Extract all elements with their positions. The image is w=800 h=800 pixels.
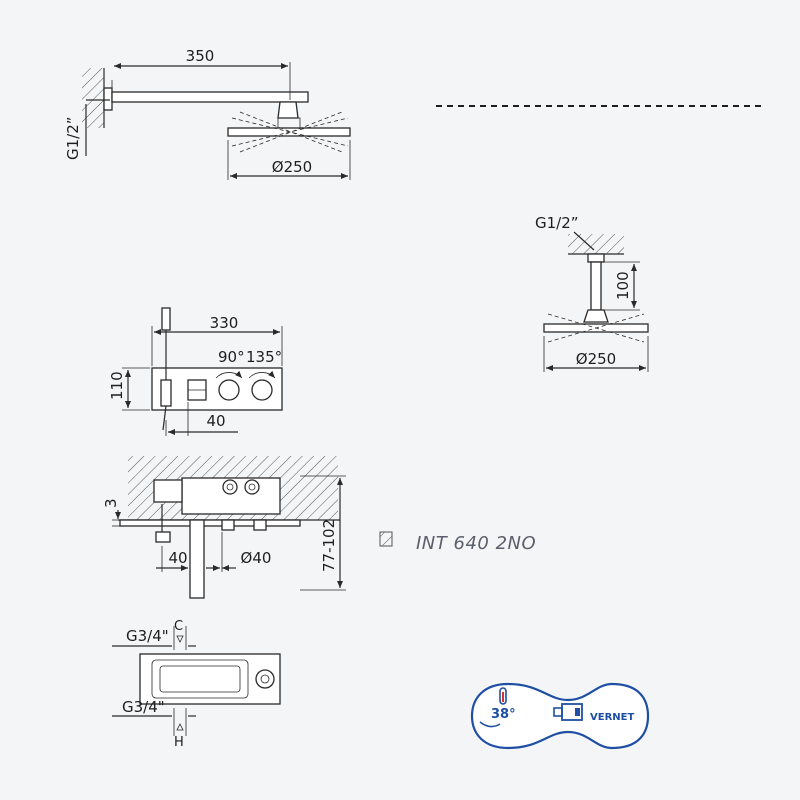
dim-panel-height: 110 — [108, 371, 126, 400]
wall-hatch — [82, 68, 104, 128]
dim-ceiling-drop: 100 — [614, 271, 632, 300]
arm-connector — [277, 101, 299, 119]
wall-flange — [103, 87, 113, 111]
wall-shower-arm-view: 350 G1/2” Ø250 — [64, 47, 351, 180]
thermometer-icon — [499, 687, 507, 705]
box-port — [255, 669, 275, 689]
back-box-view: G3/4" C G3/4" H — [112, 619, 281, 750]
dim-head-diameter-wall: Ø250 — [272, 158, 312, 176]
hand-shower-head — [161, 307, 171, 331]
dim-angle-right: 135° — [246, 348, 282, 366]
inlet-hot-label: H — [174, 735, 184, 750]
dim-pipe-diameter: Ø40 — [241, 549, 272, 567]
hand-shower-holder — [160, 379, 172, 407]
dim-panel-width: 330 — [210, 314, 239, 332]
spout-pipe — [189, 519, 205, 599]
logo-temperature: 38° — [491, 707, 516, 722]
front-panel-view: 330 90° 135° 110 40 — [108, 307, 283, 436]
dim-protrusion: 3 — [102, 498, 120, 508]
ceiling-pipe — [590, 261, 602, 311]
temperature-knob — [218, 379, 240, 401]
logo-brand: VERNET — [590, 712, 634, 723]
shower-arm — [111, 91, 309, 103]
ceiling-flange — [587, 253, 605, 263]
outlet-block — [153, 479, 183, 503]
side-section-view: 3 40 Ø40 77-102 — [102, 456, 346, 599]
dim-spout-offset: 40 — [206, 412, 225, 430]
dim-spout-offset-side: 40 — [168, 549, 187, 567]
ceiling-shower-view: G1/2” 100 Ø250 — [535, 214, 649, 372]
inlet-cold-label: C — [174, 619, 183, 634]
code-hatch-icon — [379, 531, 393, 547]
vernet-logo: 38° VERNET — [470, 682, 650, 750]
dim-angle-left: 90° — [218, 348, 245, 366]
cartridge-icon — [553, 703, 583, 721]
water-flow-icon — [479, 721, 501, 728]
dim-ceiling-thread: G1/2” — [535, 214, 579, 232]
dim-arm-thread: G1/2” — [64, 116, 82, 160]
ceiling-hatch — [568, 234, 624, 254]
dim-arm-length: 350 — [186, 47, 215, 65]
cartridge-left — [222, 479, 238, 495]
dim-inlet-hot-thread: G3/4" — [122, 698, 165, 716]
dim-head-diameter-ceiling: Ø250 — [576, 350, 616, 368]
product-code-block: INT 640 2NO — [379, 531, 536, 554]
dim-embed-depth: 77-102 — [320, 519, 338, 572]
product-code: INT 640 2NO — [416, 533, 536, 554]
dim-inlet-cold-thread: G3/4" — [126, 627, 169, 645]
flow-knob — [251, 379, 273, 401]
cartridge-right — [244, 479, 260, 495]
